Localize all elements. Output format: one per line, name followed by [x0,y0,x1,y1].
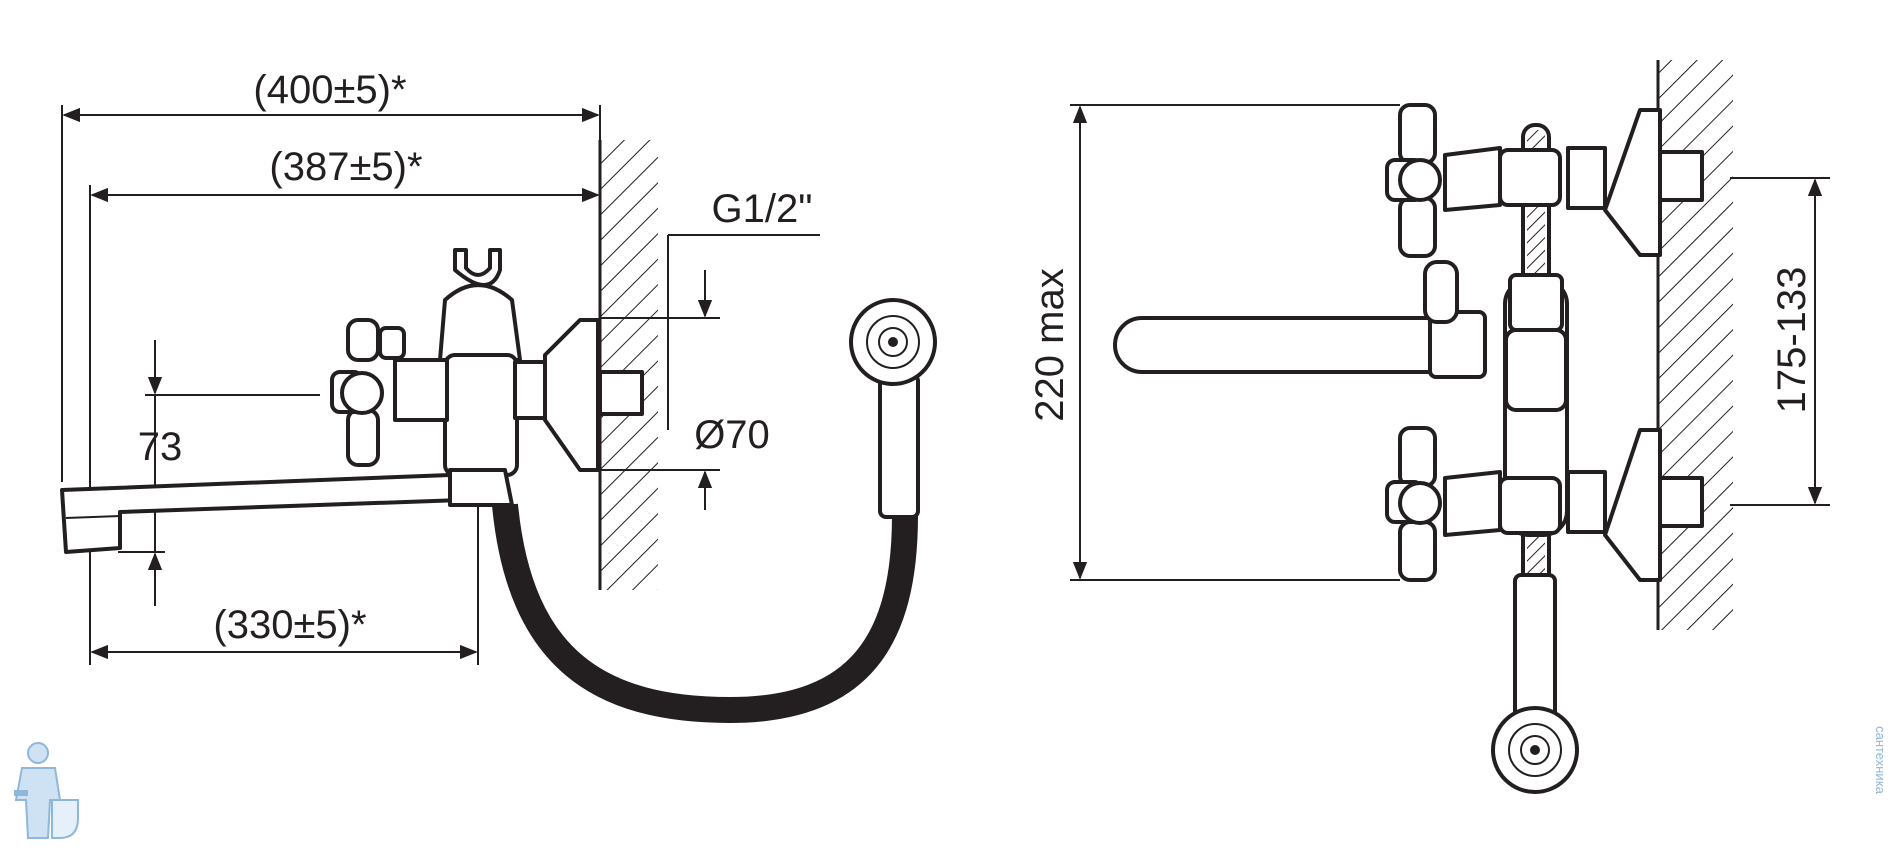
side-body [1423,148,1569,537]
front-view: (400±5)* (387±5)* (330±5)* G1/2" 73 Ø70 [60,68,937,724]
dim-max-height: 220 max [1028,268,1072,421]
plumber-logo [14,742,79,839]
dim-overall-length: (400±5)* [253,68,406,112]
side-top-valve [1385,103,1704,258]
side-wall [1656,60,1733,630]
front-shower-holder [438,248,522,362]
side-dimension-lines [1072,105,1823,580]
side-spout [1113,310,1487,379]
watermark-text: сантехника [1873,726,1888,795]
dim-height-73: 73 [138,425,183,469]
dim-center-distance: 175-133 [1770,267,1814,414]
front-spout [60,473,464,554]
front-cross-handle [330,318,406,467]
side-extension-lines [1070,104,1830,581]
dim-thread: G1/2" [712,187,813,231]
dim-flange-diameter: Ø70 [694,413,770,457]
side-view: 220 max 175-133 [1028,60,1830,794]
side-hand-shower [1491,573,1579,794]
front-shower-hose [492,503,918,724]
front-wall [598,140,658,590]
front-dimension-lines [62,107,713,660]
dim-wall-to-spout-length: (387±5)* [269,145,422,189]
side-bottom-valve [1385,426,1704,582]
dim-spout-length: (330±5)* [213,603,366,647]
front-body [393,318,644,507]
front-hand-shower [849,298,937,519]
